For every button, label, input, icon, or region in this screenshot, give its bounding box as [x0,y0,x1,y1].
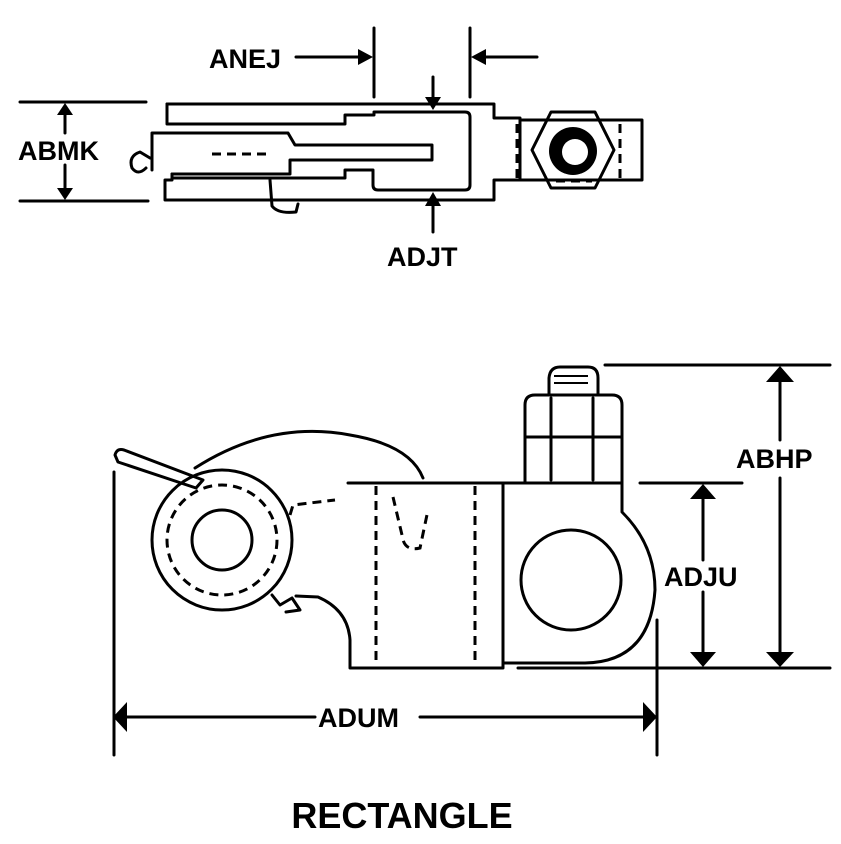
abmk-arrow-up [57,103,73,115]
side-view [112,363,832,757]
adju-arrow-down [690,652,716,667]
hidden-spring-arm [288,496,430,551]
lug-tab [518,118,644,182]
adum-arrow-left [113,702,127,732]
clamp-lever-arc [193,429,425,480]
spring-hook-side [270,593,302,614]
hinge-pin-hole [190,508,254,572]
label-abhp: ABHP [736,444,813,474]
stud-bore [562,139,588,165]
adum-arrow-right [643,702,657,732]
spring-coil-hidden [165,483,279,597]
cotter-pin-handle [113,448,205,490]
cotter-pin-loop [129,150,152,174]
clamp-inner-jaw [165,102,472,192]
abhp-arrow-up [766,366,794,382]
label-adum: ADUM [318,703,399,733]
hinge-outer [150,468,294,612]
label-adjt: ADJT [387,242,458,272]
spring-hook [268,178,300,214]
abmk-arrow-down [57,188,73,200]
label-abmk: ABMK [18,136,99,166]
label-adju: ADJU [664,562,738,592]
diagram-title: RECTANGLE [291,795,512,836]
top-view [18,26,644,234]
clamp-body-outline [163,102,522,202]
clamp-body-side [294,481,657,670]
terminal-hole [519,528,623,632]
label-anej: ANEJ [209,44,281,74]
abhp-arrow-down [766,652,794,667]
clamp-slot [150,131,434,176]
hex-nut-side [523,393,624,485]
hex-nut-top-view [530,110,616,190]
adju-arrow-up [690,484,716,499]
anej-arrow-left [471,49,486,65]
anej-arrow-right [358,49,373,65]
stud-thread [547,365,600,396]
